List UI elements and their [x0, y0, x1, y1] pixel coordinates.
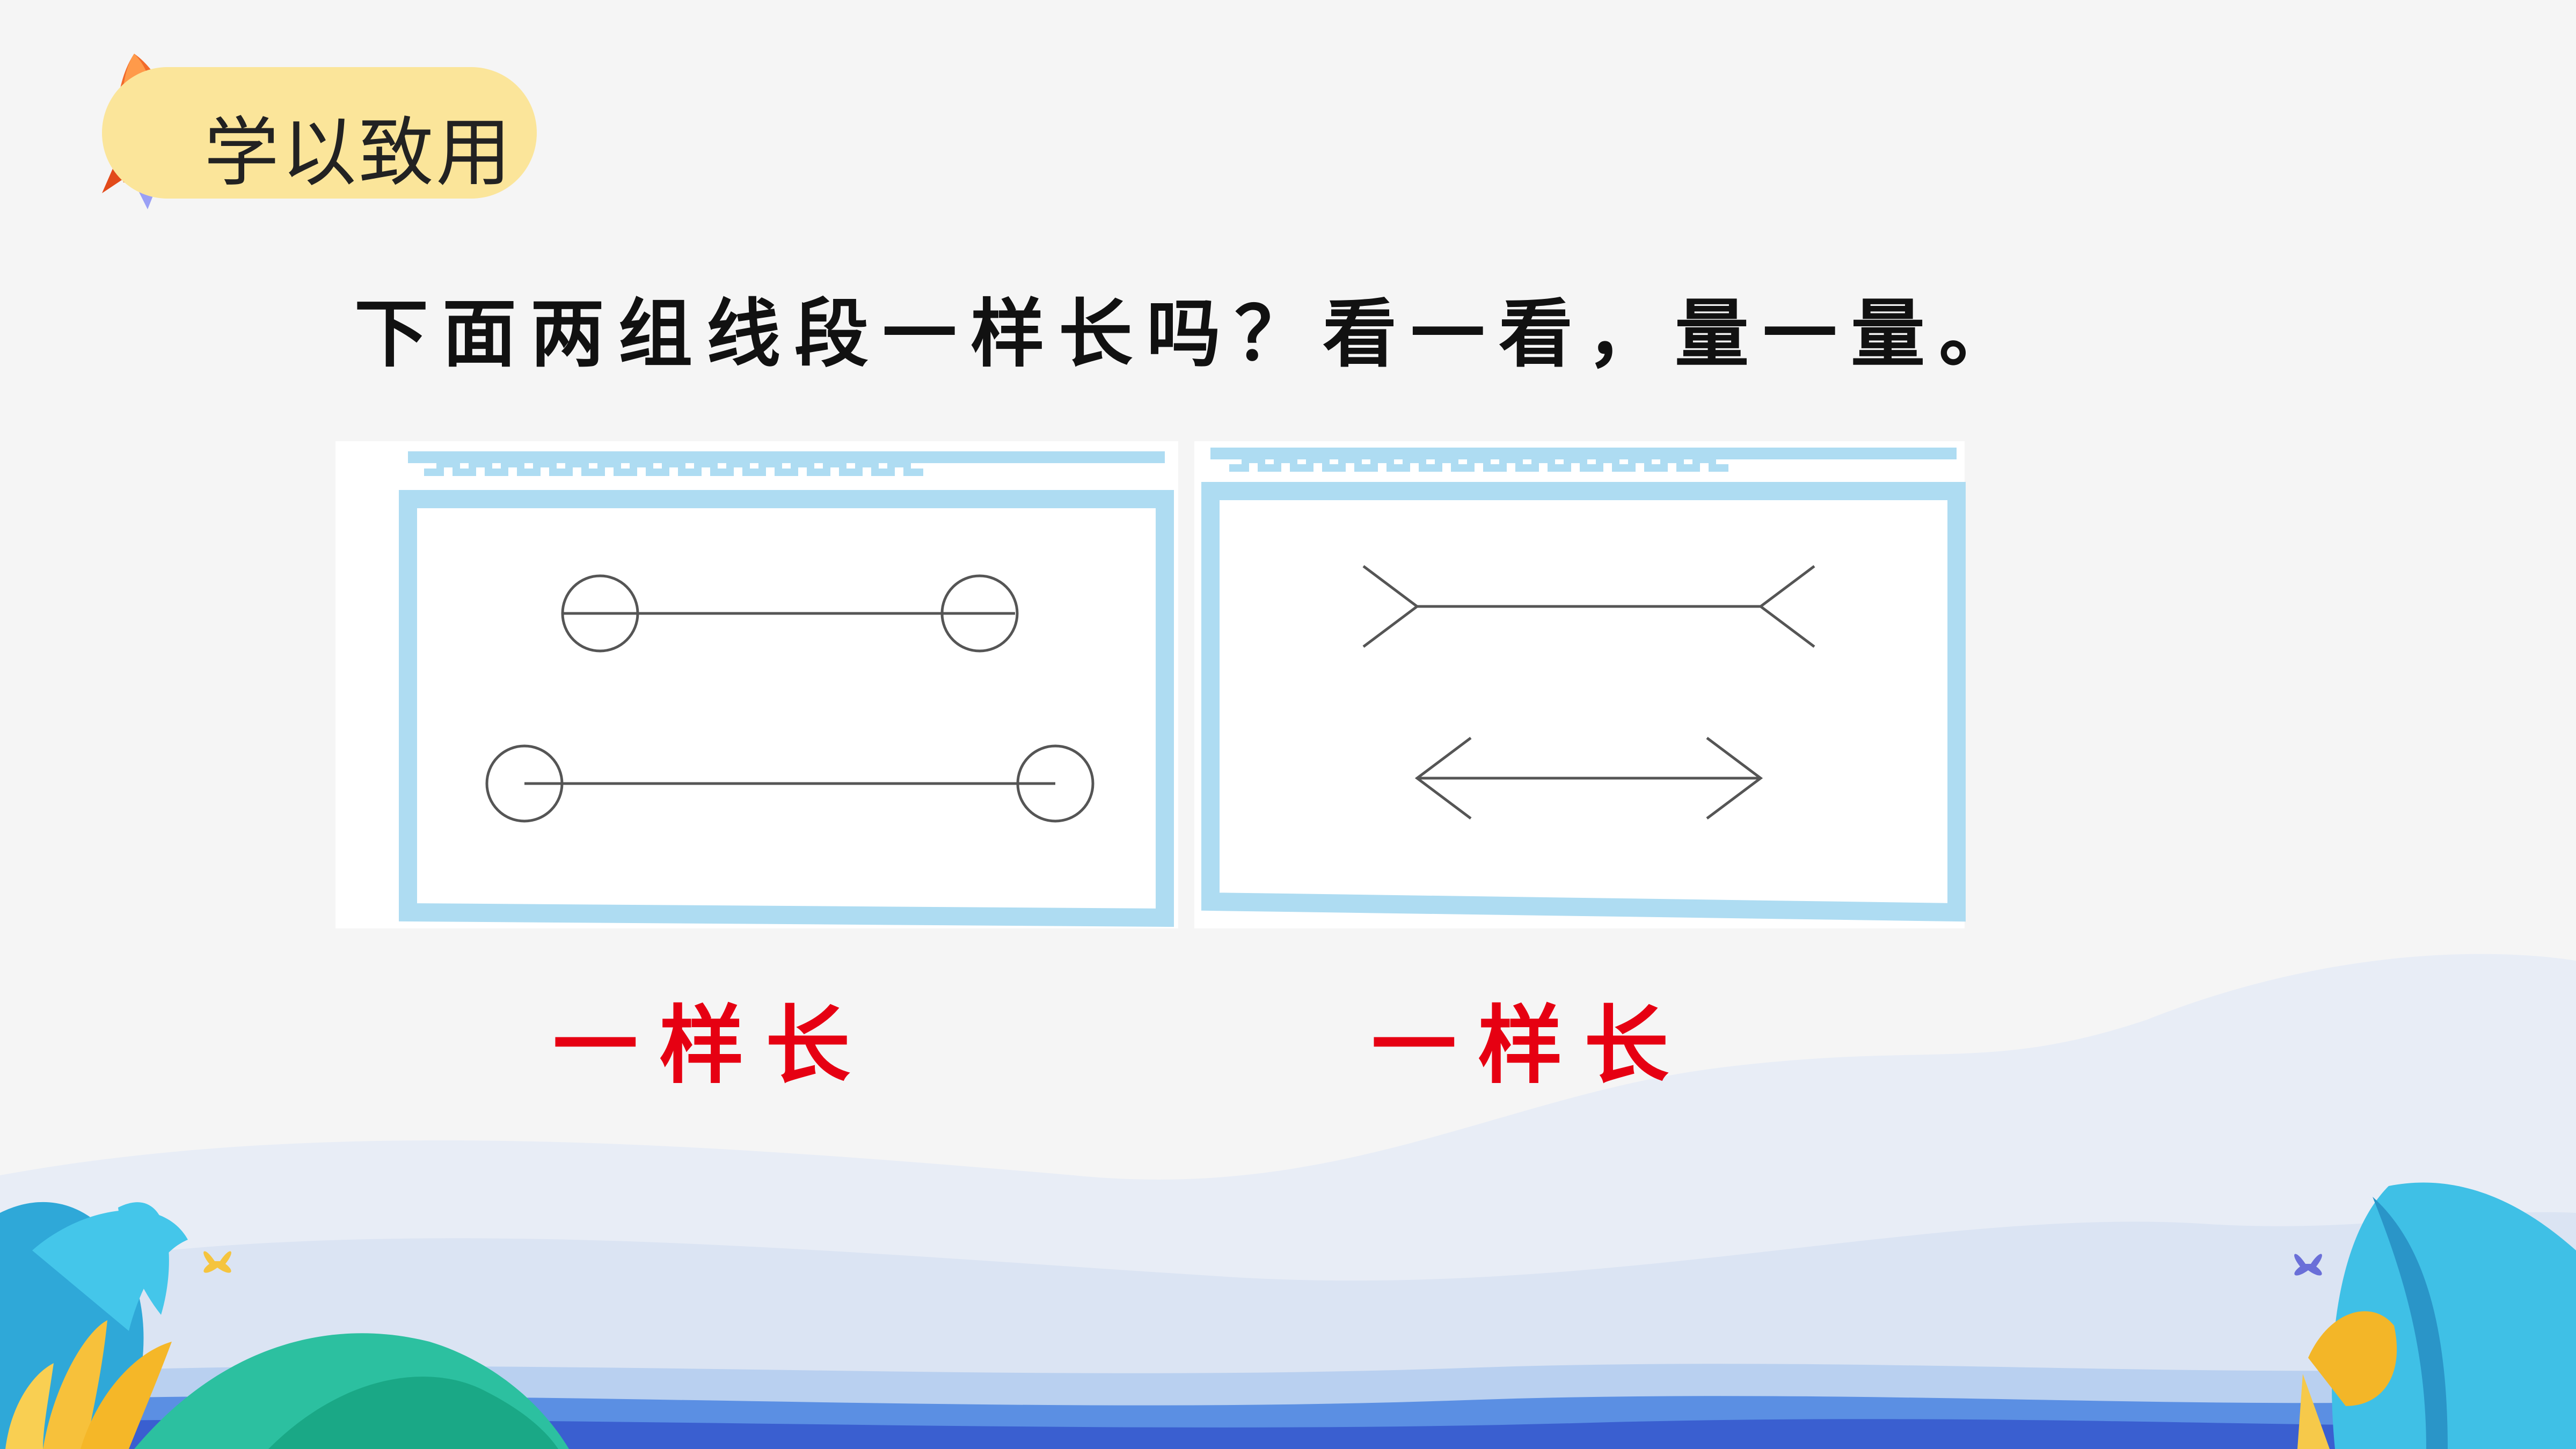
right-foliage: [2297, 1182, 2576, 1449]
fin-right: [1758, 565, 1815, 648]
circle-endpoint: [940, 574, 1019, 653]
butterfly-icon: [2294, 1254, 2322, 1276]
question-text: 下面两组线段一样长吗？看一看，量一量。: [354, 290, 2027, 377]
answer-left: 一样长: [553, 996, 872, 1095]
section-title: 学以致用: [204, 109, 514, 197]
circle-endpoint: [1016, 744, 1094, 823]
fin-left: [1362, 565, 1420, 648]
circle-endpoint: [561, 574, 639, 653]
butterfly-icon: [203, 1251, 231, 1273]
arrowhead-right: [1706, 737, 1763, 819]
figure-right-background: [1194, 441, 1965, 928]
figure-left-frame: [399, 451, 1174, 927]
circle-endpoint: [485, 744, 564, 823]
section-badge: [102, 67, 537, 199]
arrowhead-left: [1414, 737, 1472, 819]
answer-right: 一样长: [1371, 996, 1690, 1095]
figure-left-background: [335, 441, 1178, 928]
segment-pair-arrows: [1362, 565, 1815, 819]
figure-right-frame: [1201, 448, 1966, 922]
left-foliage: [0, 1202, 569, 1449]
segment-pair-circles: [485, 574, 1094, 823]
